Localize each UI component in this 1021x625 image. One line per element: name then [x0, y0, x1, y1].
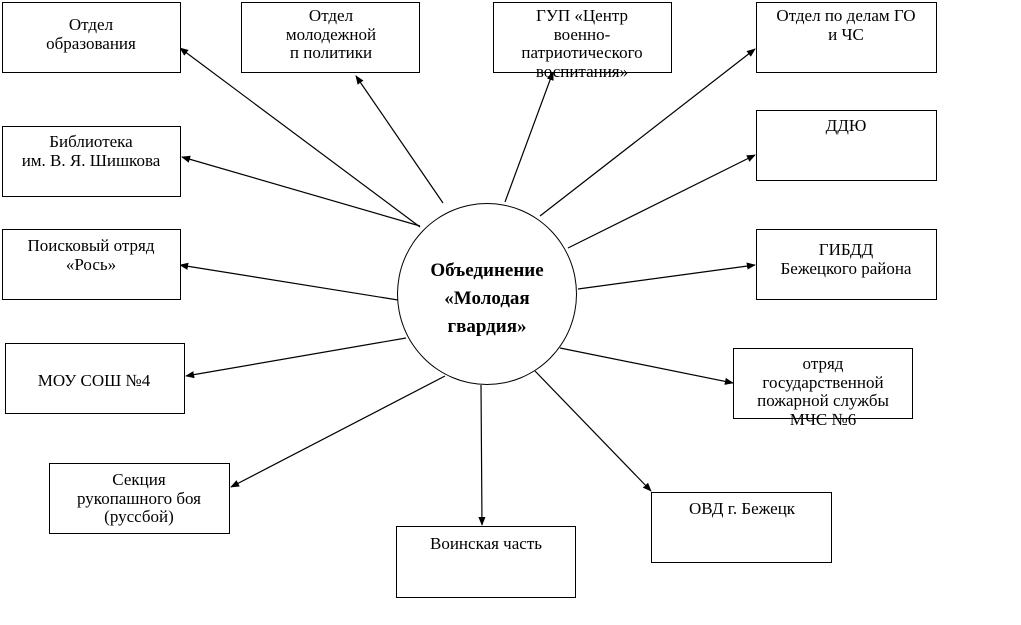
box-obrazovanie	[2, 2, 181, 73]
center-circle	[397, 203, 577, 385]
arrow-to-voinskaya	[478, 384, 486, 526]
arrow-to-poisk	[179, 262, 399, 301]
label-biblioteka: Библиотека им. В. Я. Шишкова	[21, 132, 161, 170]
label-poisk: Поисковый отряд «Рось»	[27, 236, 155, 274]
label-gup: ГУП «Центр военно- патриотического воспи…	[521, 6, 643, 81]
box-voinskaya	[396, 526, 576, 598]
box-mou	[5, 343, 185, 414]
arrow-to-go-chs	[539, 48, 756, 217]
arrow-to-pozhar	[559, 347, 734, 385]
label-voinskaya: Воинская часть	[429, 534, 543, 553]
box-go-chs	[756, 2, 937, 73]
arrow-to-ddyu	[567, 154, 756, 249]
arrow-to-biblioteka	[181, 155, 421, 227]
arrow-to-sekciya	[230, 375, 446, 488]
label-pozhar: отряд государственной пожарной службы МЧ…	[757, 354, 889, 429]
box-poisk	[2, 229, 181, 300]
arrow-to-gibdd	[577, 262, 756, 290]
box-molodezh	[241, 2, 420, 73]
box-biblioteka	[2, 126, 181, 197]
label-obrazovanie: Отдел образования	[46, 15, 136, 53]
arrow-to-mou	[185, 337, 407, 379]
arrow-to-obrazovanie	[179, 47, 421, 228]
center-label: Объединение «Молодая гвардия»	[430, 260, 544, 337]
box-gup	[493, 2, 672, 73]
arrow-to-molodezh	[355, 75, 444, 204]
label-molodezh: Отдел молодежной п политики	[285, 6, 377, 62]
arrow-to-ovd	[534, 370, 652, 492]
label-mou: МОУ СОШ №4	[37, 371, 151, 390]
label-go-chs: Отдел по делам ГО и ЧС	[776, 6, 916, 44]
label-ddyu: ДДЮ	[825, 116, 867, 135]
box-sekciya	[49, 463, 230, 534]
label-gibdd: ГИБДД Бежецкого района	[780, 240, 912, 278]
arrow-to-gup	[504, 71, 554, 203]
label-sekciya: Секция рукопашного боя (руссбой)	[77, 470, 201, 526]
box-pozhar	[733, 348, 913, 419]
label-ovd: ОВД г. Бежецк	[688, 499, 796, 518]
box-ddyu	[756, 110, 937, 181]
box-ovd	[651, 492, 832, 563]
box-gibdd	[756, 229, 937, 300]
